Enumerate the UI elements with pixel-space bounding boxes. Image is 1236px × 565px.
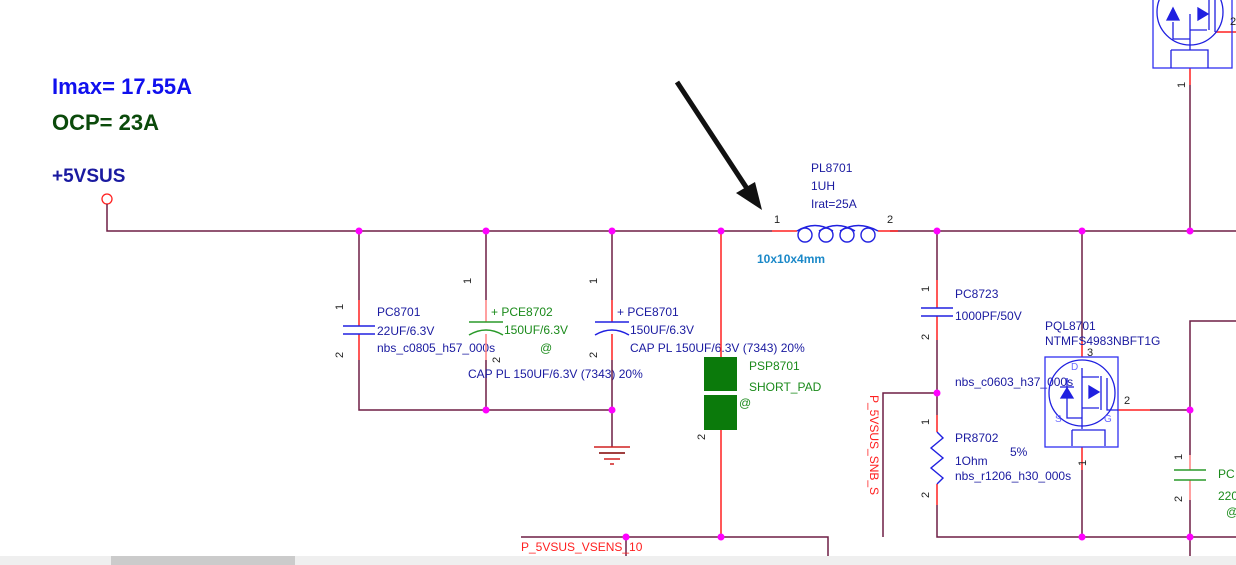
pc8723-ref[interactable]: PC8723 — [955, 287, 999, 301]
cap-plate — [594, 329, 630, 336]
mosfet-icon — [1044, 356, 1119, 448]
imax-label: Imax= 17.55A — [52, 74, 192, 99]
junction-dots — [355, 227, 1194, 541]
resistor-icon — [929, 431, 945, 485]
pc-right-at: @ — [1226, 505, 1236, 519]
junction-dot — [1186, 406, 1194, 414]
pce8701-ref[interactable]: + PCE8701 — [617, 305, 679, 319]
wire — [1189, 320, 1236, 565]
junction-dot — [717, 227, 725, 235]
scrollbar-thumb[interactable] — [111, 556, 295, 565]
junction-dot — [608, 406, 616, 414]
pc8723-footprint: nbs_c0603_h37_000s — [955, 375, 1073, 389]
pce8701-desc: CAP PL 150UF/6.3V (7343) 20% — [630, 341, 805, 355]
pce8701-value: 150UF/6.3V — [630, 323, 694, 337]
pql8701-part: NTMFS4983NBFT1G — [1045, 334, 1160, 348]
junction-dot — [933, 389, 941, 397]
pin-number: 2 — [920, 334, 932, 340]
pr8702-footprint: nbs_r1206_h30_000s — [955, 469, 1071, 483]
junction-dot — [1186, 533, 1194, 541]
psp8701-at: @ — [739, 396, 751, 410]
pin-number: 2 — [1230, 16, 1236, 28]
junction-dot — [622, 533, 630, 541]
junction-dot — [482, 406, 490, 414]
pin-number: 1 — [920, 419, 932, 425]
pin-number: 1 — [588, 278, 600, 284]
lead — [1189, 31, 1236, 85]
pce8702-value: 150UF/6.3V — [504, 323, 568, 337]
pin-number: 2 — [1124, 395, 1130, 407]
wire — [358, 231, 612, 411]
pin-number: 2 — [887, 214, 893, 226]
horizontal-scrollbar[interactable] — [0, 556, 1236, 565]
junction-dot — [1186, 227, 1194, 235]
pl8701-value: 1UH — [811, 179, 835, 193]
pc8701-ref[interactable]: PC8701 — [377, 305, 421, 319]
pin-number: 1 — [334, 304, 346, 310]
cap-plate — [468, 329, 504, 336]
ground-icon — [594, 446, 630, 465]
pin-number: 2 — [588, 352, 600, 358]
lead — [1081, 340, 1150, 470]
mosfet-icon — [1152, 0, 1233, 69]
inductor-size-label: 10x10x4mm — [757, 252, 825, 266]
pc8723-value: 1000PF/50V — [955, 309, 1022, 323]
wire-5vsus-rail — [106, 204, 1236, 232]
pl8701-ref[interactable]: PL8701 — [811, 161, 853, 175]
pc8701-value: 22UF/6.3V — [377, 324, 434, 338]
pin-number: 1 — [462, 278, 474, 284]
pin-g-label: G — [1104, 414, 1112, 425]
pin-number: 1 — [1173, 454, 1185, 460]
net-label-vsens: P_5VSUS_VSENS_10 — [521, 540, 643, 554]
pce8702-ref[interactable]: + PCE8702 — [491, 305, 553, 319]
junction-dot — [717, 533, 725, 541]
pin-number: 2 — [696, 434, 708, 440]
pin-number: 1 — [1176, 82, 1188, 88]
pin-number: 1 — [774, 214, 780, 226]
pc-right-ref[interactable]: PC — [1218, 467, 1235, 481]
psp8701-value: SHORT_PAD — [749, 380, 822, 394]
junction-dot — [608, 227, 616, 235]
pql8701-ref[interactable]: PQL8701 — [1045, 319, 1096, 333]
pin-number: 1 — [1077, 460, 1089, 466]
pr8702-ref[interactable]: PR8702 — [955, 431, 999, 445]
pr8702-tol: 5% — [1010, 445, 1028, 459]
pin-number: 2 — [491, 357, 503, 363]
short-pad-icon — [704, 395, 737, 430]
junction-dot — [355, 227, 363, 235]
capacitor-icon — [921, 307, 953, 317]
wire-snubber — [882, 231, 1236, 538]
pin-number: 3 — [1087, 347, 1093, 359]
net-label-snb: P_5VSUS_SNB_S — [867, 395, 881, 495]
pr8702-value: 1Ohm — [955, 454, 988, 468]
junction-dot — [933, 227, 941, 235]
net-5vsus-label: +5VSUS — [52, 166, 125, 187]
pce8702-at: @ — [540, 341, 552, 355]
pin-number: 2 — [1173, 496, 1185, 502]
arrow-annotation-icon — [674, 80, 762, 210]
pc8701-footprint: nbs_c0805_h57_000s — [377, 341, 495, 355]
pce8702-desc: CAP PL 150UF/6.3V (7343) 20% — [468, 367, 643, 381]
capacitor-icon — [343, 325, 375, 335]
pin-number: 2 — [334, 352, 346, 358]
junction-dot — [1078, 227, 1086, 235]
pc-right-value: 220 — [1218, 489, 1236, 503]
short-pad-icon — [704, 357, 737, 391]
pin-number: 1 — [920, 286, 932, 292]
inductor-icon — [796, 224, 879, 243]
pin-s-label: S — [1055, 414, 1062, 425]
ocp-label: OCP= 23A — [52, 110, 159, 135]
pin-number: 2 — [920, 492, 932, 498]
junction-dot — [482, 227, 490, 235]
power-port-icon[interactable] — [101, 193, 113, 205]
capacitor-icon — [1174, 469, 1206, 481]
psp8701-ref[interactable]: PSP8701 — [749, 359, 800, 373]
pin-d-label: D — [1071, 362, 1078, 373]
junction-dot — [1078, 533, 1086, 541]
pl8701-rating: Irat=25A — [811, 197, 857, 211]
